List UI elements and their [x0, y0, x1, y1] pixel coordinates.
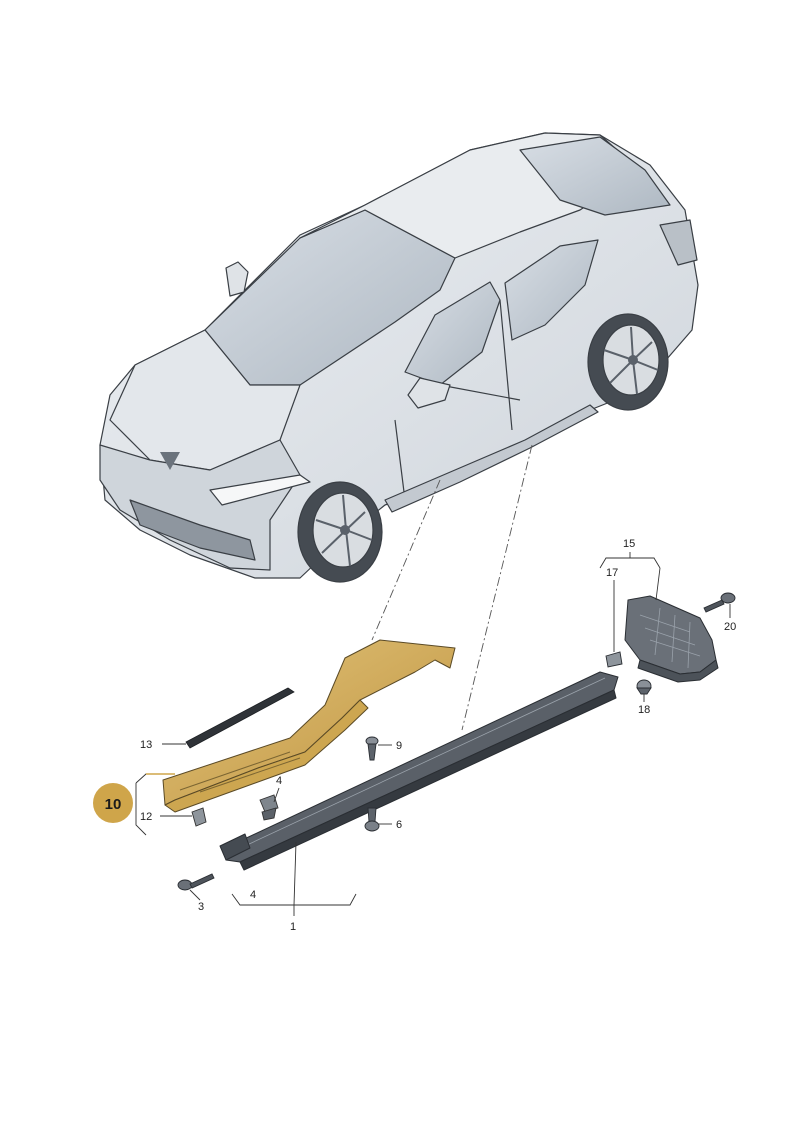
car-front-mirror-left: [225, 261, 249, 297]
clip-part-12: [191, 807, 207, 827]
callout-10-badge: [93, 783, 133, 823]
screw-part-20: [703, 592, 736, 613]
brand-logo: [160, 452, 180, 470]
plug-part-18: [636, 679, 652, 695]
car-front-wheel: [297, 481, 383, 583]
callout-15: 15: [623, 538, 635, 550]
clip-part-4: [259, 794, 279, 821]
callout-18: 18: [638, 704, 650, 716]
callout-10: 10: [105, 796, 122, 813]
callout-9: 9: [396, 740, 402, 752]
callout-6: 6: [396, 819, 402, 831]
bracket-part-15: [624, 595, 719, 683]
callout-20: 20: [724, 621, 736, 633]
callout-12: 12: [140, 811, 152, 823]
callout-4-lower: 4: [250, 889, 256, 901]
callout-1: 1: [290, 921, 296, 933]
car-rear-wheel: [587, 313, 669, 411]
callout-labels: 13 10 12 4 9 6 3 4 1 15 17 18 20: [93, 538, 736, 933]
screw-part-6: [364, 807, 380, 832]
callout-13: 13: [140, 739, 152, 751]
car-front-bumper: [99, 439, 301, 571]
car-side-mirror: [407, 377, 451, 409]
car-illustration: [99, 132, 699, 583]
car-rear-window: [519, 136, 671, 216]
car-headlight: [209, 474, 311, 506]
screw-part-9: [365, 736, 379, 761]
car-door-line: [394, 299, 521, 501]
screw-part-3: [177, 873, 215, 891]
callout-leaders: [135, 552, 731, 916]
callout-3: 3: [198, 901, 204, 913]
car-grille: [129, 499, 256, 561]
side-sill-rail-part-1: [219, 671, 619, 871]
callout-4-upper: 4: [276, 775, 282, 787]
clip-part-17: [605, 651, 623, 668]
trim-strip-part-13: [185, 687, 295, 749]
sill-trim-part-10: [162, 639, 456, 813]
leader-lines: [371, 444, 533, 731]
callout-17: 17: [606, 567, 618, 579]
car-rear-side-window: [504, 239, 599, 341]
car-rear-light: [659, 219, 698, 266]
